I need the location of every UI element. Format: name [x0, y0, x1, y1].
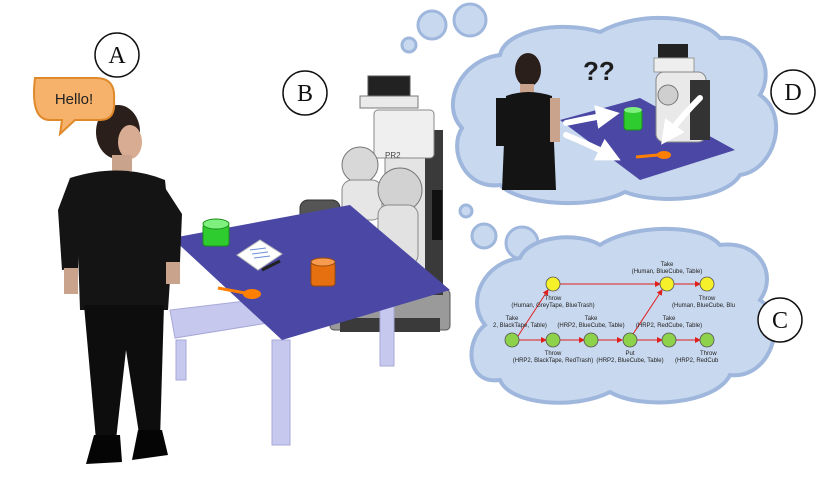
- panel-label-b: B: [282, 70, 328, 116]
- plan-nodes: [504, 276, 715, 348]
- plan-labels: Throw (Human, GreyTape, BlueTrash) Take …: [493, 262, 735, 364]
- node-throw2-human: [699, 276, 715, 292]
- thought-trail-d: [400, 2, 488, 54]
- speech-text: Hello!: [55, 91, 93, 108]
- confusion-text: ??: [583, 56, 615, 86]
- speech-bubble: Hello!: [33, 77, 116, 137]
- label-throw-human-verb: Throw: [545, 296, 562, 302]
- table: [169, 205, 450, 446]
- label-take1-robot-verb: Take: [506, 316, 519, 322]
- plan-edges: [517, 281, 701, 343]
- node-take-human: [659, 276, 675, 292]
- panel-label-a: A: [94, 32, 140, 78]
- label-throw2-human-verb: Throw: [699, 296, 716, 302]
- label-throw2-human-args: (Human, BlueCube, Blu: [672, 303, 735, 309]
- node-throw1-robot: [545, 332, 561, 348]
- label-take3-robot-verb: Take: [663, 316, 676, 322]
- label-throw1-robot-verb: Throw: [545, 351, 562, 357]
- orange-cup: [310, 257, 336, 287]
- cloud-c: [469, 226, 777, 405]
- human-d: [496, 53, 560, 190]
- label-c-text: C: [772, 308, 788, 334]
- spoon: [217, 286, 261, 299]
- human: [58, 105, 182, 464]
- robot-chest-label: PR2: [385, 151, 401, 160]
- paper-sheet: [236, 239, 283, 271]
- node-put-robot: [622, 332, 638, 348]
- node-take1-robot: [504, 332, 520, 348]
- thought-trail-c: [458, 203, 540, 261]
- label-put-robot-verb: Put: [625, 351, 634, 357]
- label-throw3-robot-verb: Throw: [700, 351, 717, 357]
- panel-label-d: D: [770, 69, 816, 115]
- node-throw3-robot: [699, 332, 715, 348]
- label-take2-robot-args: (HRP2, BlueCube, Table): [557, 323, 624, 329]
- label-throw3-robot-args: (HRP2, RedCub: [675, 358, 719, 364]
- label-d-text: D: [784, 80, 801, 106]
- label-a-text: A: [108, 43, 126, 69]
- label-take2-robot-verb: Take: [585, 316, 598, 322]
- green-cup: [202, 218, 230, 247]
- label-put-robot-args: (HRP2, BlueCube, Table): [596, 358, 663, 364]
- node-take3-robot: [661, 332, 677, 348]
- label-throw-human-args: (Human, GreyTape, BlueTrash): [511, 303, 594, 309]
- perspective-arrows: [563, 95, 703, 161]
- cloud-d: ??: [451, 15, 778, 206]
- node-throw-human: [545, 276, 561, 292]
- label-take1-robot-args: 2, BlackTape, Table): [493, 323, 547, 329]
- spoon-d: [635, 151, 671, 159]
- node-take2-robot: [583, 332, 599, 348]
- label-take-human-verb: Take: [661, 262, 674, 268]
- label-take3-robot-args: (HRP2, RedCube, Table): [636, 323, 702, 329]
- panel-label-c: C: [757, 297, 803, 343]
- label-take-human-args: (Human, BlueCube, Table): [632, 269, 703, 275]
- label-b-text: B: [297, 81, 313, 107]
- label-throw1-robot-args: (HRP2, BlackTape, RedTrash): [513, 358, 593, 364]
- pen: [261, 259, 281, 272]
